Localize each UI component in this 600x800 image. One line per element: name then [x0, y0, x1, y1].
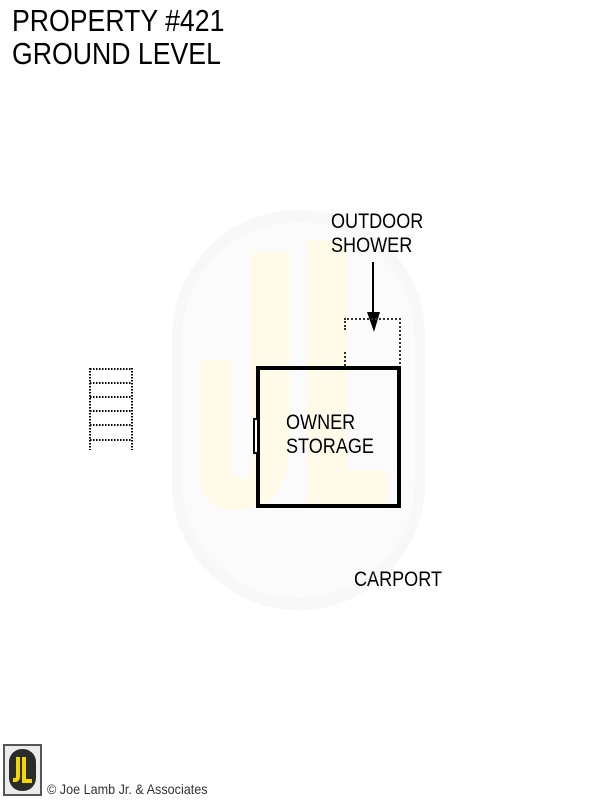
owner-storage-label-line1: OWNER [286, 411, 356, 434]
owner-storage-label: OWNER STORAGE [286, 411, 374, 459]
door-icon [253, 418, 259, 454]
outdoor-shower-label-line1: OUTDOOR [331, 210, 424, 233]
outdoor-shower-area [344, 318, 401, 368]
copyright-text: © Joe Lamb Jr. & Associates [47, 781, 208, 797]
title-level: GROUND LEVEL [12, 36, 221, 71]
page-title: PROPERTY #421 GROUND LEVEL [12, 4, 224, 70]
watermark-jl-icon [200, 240, 387, 510]
owner-storage-label-line2: STORAGE [286, 435, 374, 458]
jl-logo-icon [9, 749, 36, 791]
outdoor-shower-label: OUTDOOR SHOWER [331, 210, 423, 258]
outdoor-shower-wall-bottom [344, 352, 348, 366]
company-logo [3, 744, 42, 796]
carport-label: CARPORT [354, 568, 442, 591]
stairs-icon [89, 368, 133, 450]
title-property: PROPERTY #421 [12, 3, 225, 38]
outdoor-shower-label-line2: SHOWER [331, 234, 413, 257]
arrow-down-icon [367, 262, 380, 332]
outdoor-shower-wall-top [344, 318, 348, 330]
